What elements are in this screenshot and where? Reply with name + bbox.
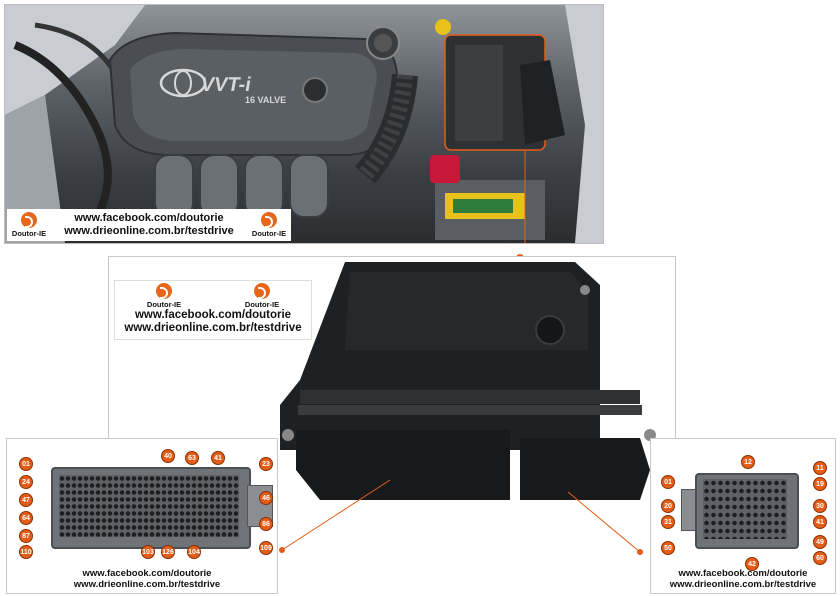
pin-label: 109	[259, 541, 273, 555]
pin-label: 104	[187, 545, 201, 559]
brand-logo-right: Doutor-IE	[245, 283, 279, 309]
pin-label: 30	[813, 499, 827, 513]
vvti-text: VVT-i	[199, 74, 253, 96]
connector-left-panel: 01 24 47 64 87 110 40 63 41 23 46 86 109…	[6, 438, 278, 594]
url-facebook: www.facebook.com/doutorie	[678, 568, 808, 579]
pin-label: 103	[141, 545, 155, 559]
url-site: www.drieonline.com.br/testdrive	[124, 322, 302, 335]
brand-logo-left: Doutor-IE	[147, 283, 181, 309]
pin-label: 19	[813, 477, 827, 491]
pin-label: 41	[813, 515, 827, 529]
url-site: www.drieonline.com.br/testdrive	[669, 578, 817, 590]
photo-watermark: Doutor-IE www.facebook.com/doutorie www.…	[7, 209, 291, 241]
doutor-ie-logo-icon	[253, 283, 270, 299]
pin-label: 42	[745, 557, 759, 571]
pin-label: 24	[19, 475, 33, 489]
watermark-urls: www.facebook.com/doutorie www.drieonline…	[51, 212, 247, 237]
connector-left-pin-field	[59, 475, 239, 537]
valve-text: 16 VALVE	[245, 95, 286, 105]
watermark-urls: www.facebook.com/doutorie www.drieonline…	[57, 568, 237, 591]
pin-label: 11	[813, 461, 827, 475]
watermark-urls: www.facebook.com/doutorie www.drieonline…	[655, 568, 831, 591]
pin-label: 01	[19, 457, 33, 471]
pin-label: 110	[19, 545, 33, 559]
pin-label: 23	[259, 457, 273, 471]
pin-label: 47	[19, 493, 33, 507]
watermark-urls: www.facebook.com/doutorie www.drieonline…	[115, 309, 311, 335]
pin-label: 49	[813, 535, 827, 549]
engine-bay-illustration: VVT-i 16 VALVE	[5, 5, 603, 243]
brand-name: Doutor-IE	[11, 229, 47, 238]
pin-label: 86	[259, 517, 273, 531]
pin-label: 87	[19, 529, 33, 543]
pin-label: 46	[259, 491, 273, 505]
connector-right-panel: 01 20 31 50 12 11 19 30 41 49 60 42 www.…	[650, 438, 836, 594]
url-facebook: www.facebook.com/doutorie	[134, 309, 292, 321]
pin-label: 50	[661, 541, 675, 555]
connector-right-pin-field	[703, 479, 787, 539]
brand-logo-right: Doutor-IE	[247, 212, 291, 238]
pin-label: 60	[813, 551, 827, 565]
pin-label: 126	[161, 545, 175, 559]
brand-logo-left: Doutor-IE	[7, 212, 51, 238]
doutor-ie-logo-icon	[155, 283, 172, 299]
url-facebook: www.facebook.com/doutorie	[74, 212, 224, 225]
pin-label: 31	[661, 515, 675, 529]
brand-name: Doutor-IE	[251, 229, 287, 238]
brand-name: Doutor-IE	[244, 300, 280, 309]
url-site: www.drieonline.com.br/testdrive	[64, 225, 234, 237]
url-site: www.drieonline.com.br/testdrive	[73, 578, 221, 590]
pin-label: 01	[661, 475, 675, 489]
ecu-watermark: Doutor-IE Doutor-IE www.facebook.com/dou…	[114, 280, 312, 340]
brand-name: Doutor-IE	[146, 300, 182, 309]
pin-label: 40	[161, 449, 175, 463]
engine-bay-photo: VVT-i 16 VALVE	[4, 4, 604, 244]
pin-label: 63	[185, 451, 199, 465]
pin-label: 64	[19, 511, 33, 525]
url-facebook: www.facebook.com/doutorie	[82, 568, 212, 579]
doutor-ie-logo-icon	[21, 212, 37, 228]
pin-label: 12	[741, 455, 755, 469]
pin-label: 41	[211, 451, 225, 465]
doutor-ie-logo-icon	[261, 212, 277, 228]
pin-label: 20	[661, 499, 675, 513]
